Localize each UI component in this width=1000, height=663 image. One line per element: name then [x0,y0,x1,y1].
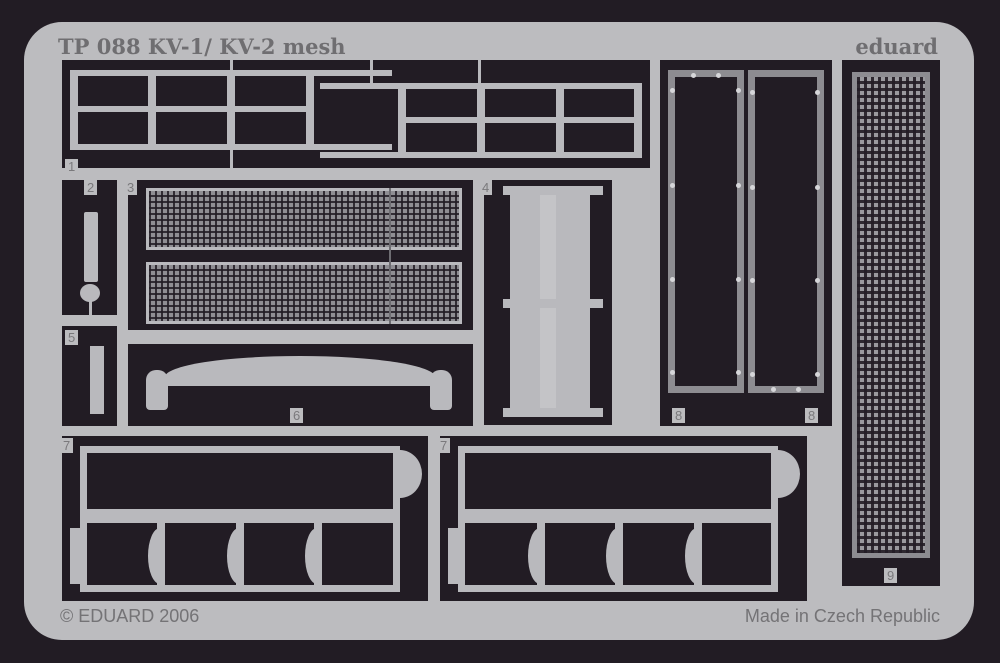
part-4-hinge-top [503,186,603,195]
part-6-saw-blade [165,356,435,386]
part-label-9: 9 [884,568,898,583]
origin-text: Made in Czech Republic [744,606,940,626]
part-label-8-right: 8 [805,408,819,423]
part-1-right-frame [320,83,642,158]
part-6-left-handle [146,370,168,410]
part-label-5: 5 [65,330,79,345]
copyright-text: © EDUARD 2006 [60,606,200,626]
part-1-left-frame [70,70,392,150]
brand-logo: eduard [855,34,938,59]
part-label-6: 6 [290,408,304,423]
part-2-knob [80,284,100,302]
part-label-7-left: 7 [60,438,74,453]
part-8-fret [660,60,832,426]
part-6-right-handle [430,370,452,410]
part-label-7-right: 7 [437,438,451,453]
part-8-frame-right [748,70,824,393]
part-label-1: 1 [65,159,79,174]
part-5-strip [90,346,104,414]
part-label-2: 2 [84,180,98,195]
part-1-fret [62,60,650,168]
part-9-mesh-screen [852,72,930,558]
part-3-mesh-lower [146,262,462,324]
part-label-4: 4 [479,180,493,195]
part-7-left-upper-box [80,446,400,516]
part-8-frame-left [668,70,744,393]
sheet-title: TP 088 KV-1/ KV-2 mesh [58,34,346,59]
part-4-hinge-mid [503,299,603,308]
part-label-8-left: 8 [672,408,686,423]
part-label-3: 3 [124,180,138,195]
part-7-right-upper-box [458,446,778,516]
part-4-hinge-bottom [503,408,603,417]
part-3-mesh-upper [146,188,462,250]
part-2-rod [84,212,98,282]
